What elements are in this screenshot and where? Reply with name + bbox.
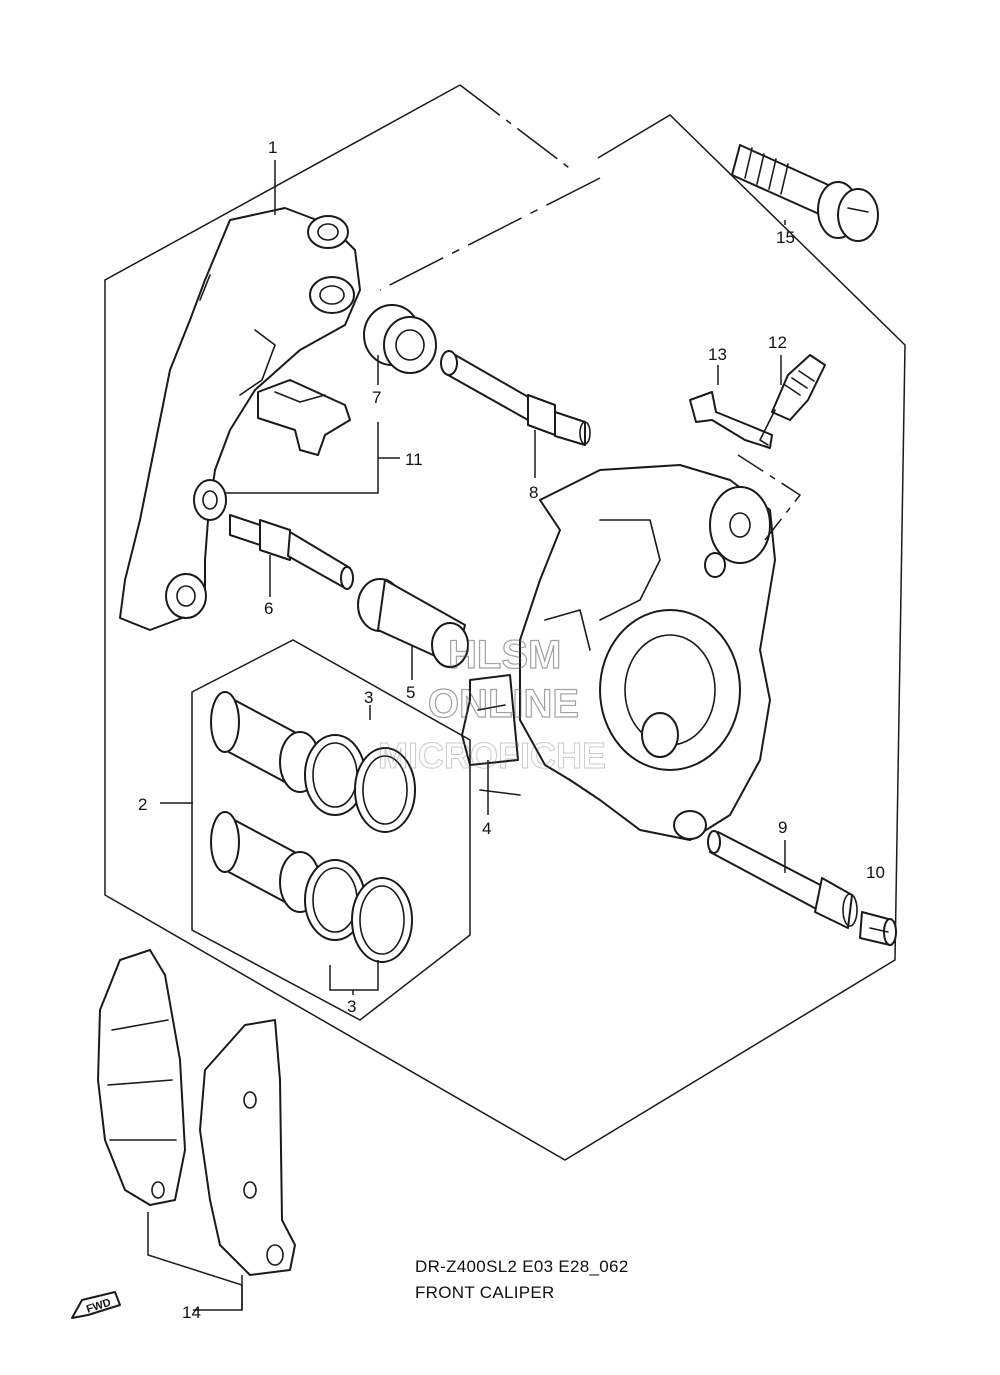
pad-mounting-pin — [707, 830, 858, 929]
callout-4: 4 — [482, 819, 491, 838]
callout-14: 14 — [182, 1303, 201, 1322]
callout-7: 7 — [372, 388, 381, 407]
callout-5: 5 — [406, 683, 415, 702]
callout-8: 8 — [529, 483, 538, 502]
bleeder-valve — [759, 354, 826, 446]
fwd-direction-badge: FWD — [71, 1291, 121, 1319]
callout-6: 6 — [264, 599, 273, 618]
caption-block: DR-Z400SL2 E03 E28_062 FRONT CALIPER — [415, 1257, 629, 1302]
slide-pin-upper — [440, 350, 591, 446]
piston-seal-lower — [304, 859, 413, 963]
bleeder-cap — [689, 391, 773, 449]
assembly-outline — [104, 84, 906, 1161]
boot — [363, 304, 437, 374]
caliper-body — [519, 464, 776, 841]
model-code: DR-Z400SL2 E03 E28_062 — [415, 1257, 629, 1276]
callout-2: 2 — [138, 795, 147, 814]
callout-3-lower: 3 — [347, 997, 356, 1016]
callout-3-upper: 3 — [364, 688, 373, 707]
diagram-title: FRONT CALIPER — [415, 1283, 555, 1302]
caliper-bracket — [119, 207, 361, 631]
callout-15: 15 — [776, 228, 795, 247]
callout-9: 9 — [778, 818, 787, 837]
leader-lines — [147, 160, 786, 1311]
piston-upper — [210, 691, 321, 793]
callout-12: 12 — [768, 333, 787, 352]
mounting-bolt — [731, 144, 879, 242]
watermark-line-1: HLSM — [448, 633, 561, 677]
pad-spring — [257, 379, 351, 456]
piston-lower — [210, 811, 321, 913]
callout-11: 11 — [405, 450, 423, 469]
slide-pin-lower — [229, 514, 354, 590]
callout-10: 10 — [866, 863, 885, 882]
brake-pad-outer — [97, 949, 186, 1206]
piston-seal-upper — [304, 734, 416, 833]
callouts: 1 2 3 3 4 5 6 7 8 9 10 11 12 13 14 15 — [138, 138, 885, 1322]
piston-group-frame — [191, 639, 471, 1021]
brake-pad-inner — [199, 1019, 296, 1276]
callout-1: 1 — [268, 138, 277, 157]
watermark-line-2: ONLINE — [428, 682, 579, 726]
watermark-line-3: MICROFICHE — [378, 735, 606, 776]
callout-13: 13 — [708, 345, 727, 364]
pad-pin-plug — [859, 911, 897, 946]
watermark: HLSM ONLINE MICROFICHE — [378, 632, 607, 776]
sleeve — [357, 578, 469, 668]
